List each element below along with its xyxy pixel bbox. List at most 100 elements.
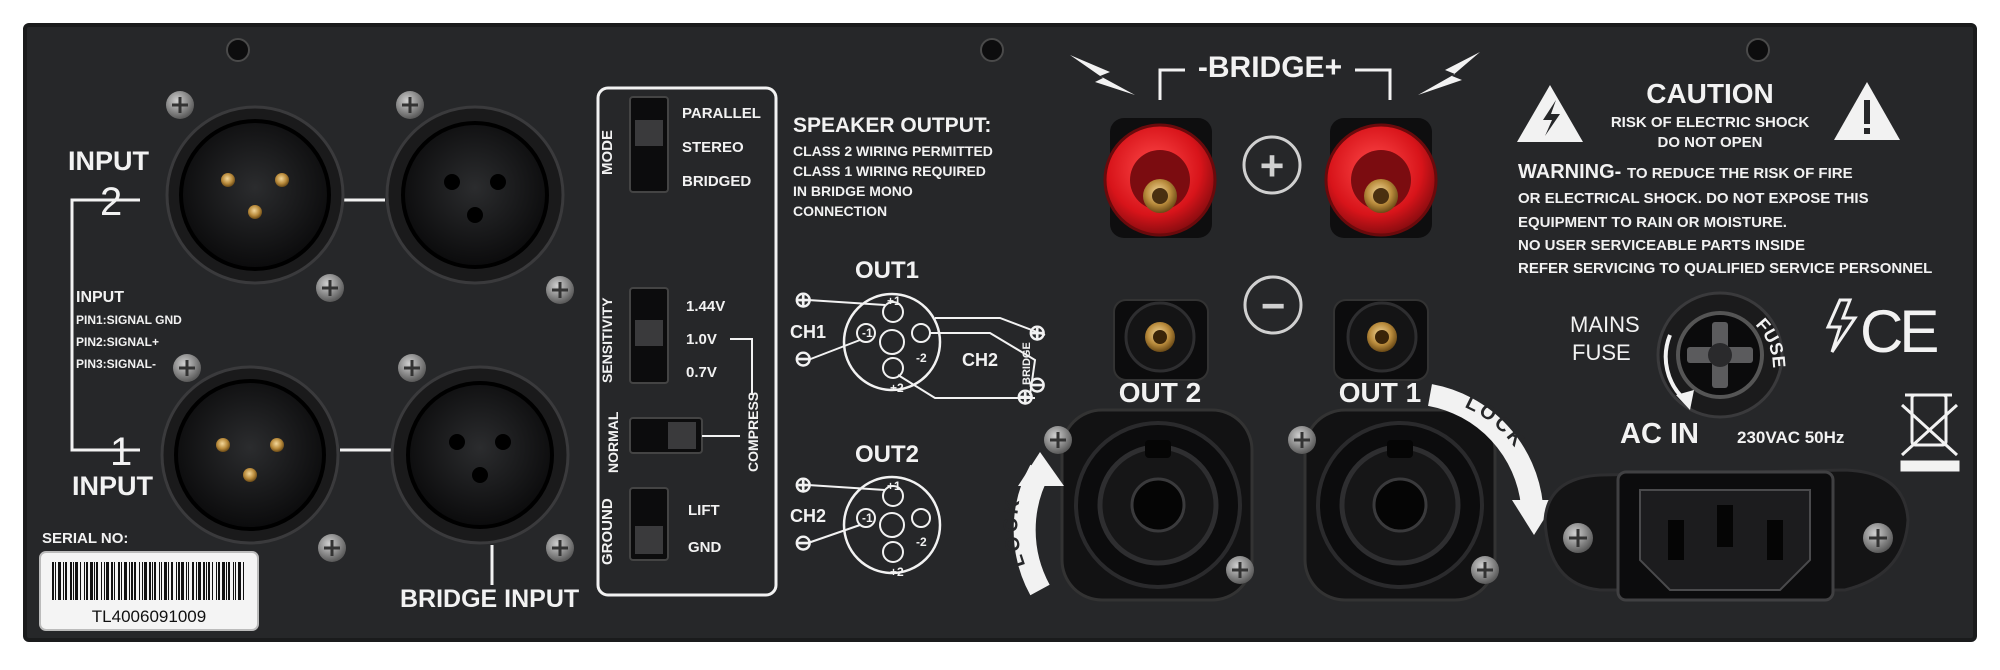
mounting-hole xyxy=(226,38,250,62)
xlr-bridge-input-jack[interactable] xyxy=(390,365,570,545)
barcode-bar xyxy=(139,562,140,600)
screw xyxy=(1226,556,1254,584)
out2-diagram-title: OUT2 xyxy=(855,441,919,468)
barcode-bar xyxy=(65,562,67,600)
barcode-bar xyxy=(144,562,147,600)
barcode-bar xyxy=(164,562,167,600)
barcode-bar xyxy=(142,562,143,600)
lightning-left-icon xyxy=(1070,55,1135,95)
barcode-bar xyxy=(70,562,72,600)
voltage-rating: 230VAC 50Hz xyxy=(1737,428,1844,447)
sensitivity-title: SENSITIVITY xyxy=(599,297,615,383)
caution-line-1: RISK OF ELECTRIC SHOCK xyxy=(1611,114,1810,131)
xlr-link-2-jack[interactable] xyxy=(385,105,565,285)
screw xyxy=(173,354,201,382)
barcode-bar xyxy=(186,562,187,600)
barcode-bar xyxy=(134,562,136,600)
warning-line-3: EQUIPMENT TO RAIN OR MOISTURE. xyxy=(1518,214,1787,231)
screw xyxy=(1471,556,1499,584)
normal-label: NORMAL xyxy=(605,411,621,473)
out1-minus-ch1: ⊖ xyxy=(794,346,812,371)
barcode-bar xyxy=(96,562,98,600)
out1-diagram-title: OUT1 xyxy=(855,257,919,284)
ch2-out2-label: CH2 xyxy=(790,506,826,526)
barcode-bar xyxy=(168,562,169,600)
speaker-output-info: SPEAKER OUTPUT: CLASS 2 WIRING PERMITTED… xyxy=(790,114,1046,579)
screw xyxy=(1288,426,1316,454)
binding-post-black-right[interactable] xyxy=(1333,299,1429,381)
speakon-out2-jack[interactable] xyxy=(1060,408,1254,602)
barcode-bar xyxy=(235,562,236,600)
barcode-bar xyxy=(243,562,244,600)
barcode-bar xyxy=(198,562,201,600)
out1-plus-ch2: ⊕ xyxy=(1028,320,1046,345)
out2-minus-ch2: ⊖ xyxy=(794,530,812,555)
screw xyxy=(318,534,346,562)
warning-line-4: NO USER SERVICEABLE PARTS INSIDE xyxy=(1518,237,1805,254)
weee-bin-icon xyxy=(1900,393,1960,472)
barcode xyxy=(52,562,244,600)
speaker-output-line-3: IN BRIDGE MONO xyxy=(793,183,913,199)
out1-pin-minus2: -2 xyxy=(916,351,927,365)
barcode-bar xyxy=(161,562,162,600)
pin3-label: PIN3:SIGNAL- xyxy=(76,357,156,371)
barcode-bar xyxy=(233,562,234,600)
barcode-bar xyxy=(131,562,133,600)
pin-title: INPUT xyxy=(76,289,124,306)
serial-number: TL4006091009 xyxy=(92,607,206,626)
pin2-label: PIN2:SIGNAL+ xyxy=(76,335,159,349)
input1-number: 1 xyxy=(110,430,132,474)
barcode-bar xyxy=(196,562,197,600)
xlr-input-2-jack[interactable] xyxy=(165,105,345,285)
barcode-bar xyxy=(84,562,85,600)
out2-speakon-label: OUT 2 xyxy=(1119,377,1201,408)
bridge-vertical-label: BRIDGE xyxy=(1021,342,1033,385)
xlr-input-1-jack[interactable] xyxy=(160,365,340,545)
barcode-bar xyxy=(52,562,54,600)
warning-head: WARNING- xyxy=(1518,161,1621,183)
barcode-bar xyxy=(106,562,109,600)
lock-arrow-right-icon xyxy=(1427,384,1543,507)
barcode-bar xyxy=(228,562,230,600)
warning-line-1: TO REDUCE THE RISK OF FIRE xyxy=(1627,165,1853,182)
out1-pin-minus1: -1 xyxy=(862,326,873,340)
barcode-bar xyxy=(218,562,220,600)
barcode-bar xyxy=(192,562,194,600)
bridge-input-label: BRIDGE INPUT xyxy=(400,585,579,613)
barcode-bar xyxy=(124,562,127,600)
barcode-bar xyxy=(114,562,115,600)
barcode-bar xyxy=(90,562,93,600)
screw xyxy=(1044,426,1072,454)
input2-number: 2 xyxy=(100,180,122,224)
warning-line-2: OR ELECTRICAL SHOCK. DO NOT EXPOSE THIS xyxy=(1518,190,1869,207)
ch2-label: CH2 xyxy=(962,350,998,370)
minus-symbol-icon xyxy=(1243,275,1303,335)
binding-post-section: -BRIDGE+ xyxy=(1070,51,1480,408)
caution-title: CAUTION xyxy=(1646,78,1774,109)
screw xyxy=(1863,523,1893,553)
ac-in-label: AC IN xyxy=(1620,418,1699,450)
mode-title: MODE xyxy=(599,130,616,175)
barcode-bar xyxy=(152,562,153,600)
barcode-bar xyxy=(101,562,102,600)
sensitivity-option-0-7v: 0.7V xyxy=(686,364,717,381)
serial-sticker: SERIAL NO: TL4006091009 xyxy=(39,530,259,631)
ground-option-gnd: GND xyxy=(688,539,722,556)
barcode-bar xyxy=(80,562,81,600)
mode-option-stereo: STEREO xyxy=(682,139,744,156)
iec-power-inlet[interactable] xyxy=(1543,468,1910,602)
lightning-right-icon xyxy=(1418,52,1480,95)
binding-post-black-left[interactable] xyxy=(1113,299,1209,381)
barcode-bar xyxy=(206,562,207,600)
barcode-bar xyxy=(178,562,180,600)
screw xyxy=(1563,523,1593,553)
speakon-out1-jack[interactable] xyxy=(1303,408,1497,602)
fuse-holder[interactable] xyxy=(1656,291,1784,419)
caution-line-2: DO NOT OPEN xyxy=(1657,134,1762,151)
barcode-bar xyxy=(149,562,151,600)
warning-line-5: REFER SERVICING TO QUALIFIED SERVICE PER… xyxy=(1518,260,1932,277)
binding-post-red-right[interactable] xyxy=(1324,118,1438,238)
bridge-title: -BRIDGE+ xyxy=(1198,51,1342,84)
barcode-bar xyxy=(75,562,78,600)
binding-post-red-left[interactable] xyxy=(1103,118,1217,238)
